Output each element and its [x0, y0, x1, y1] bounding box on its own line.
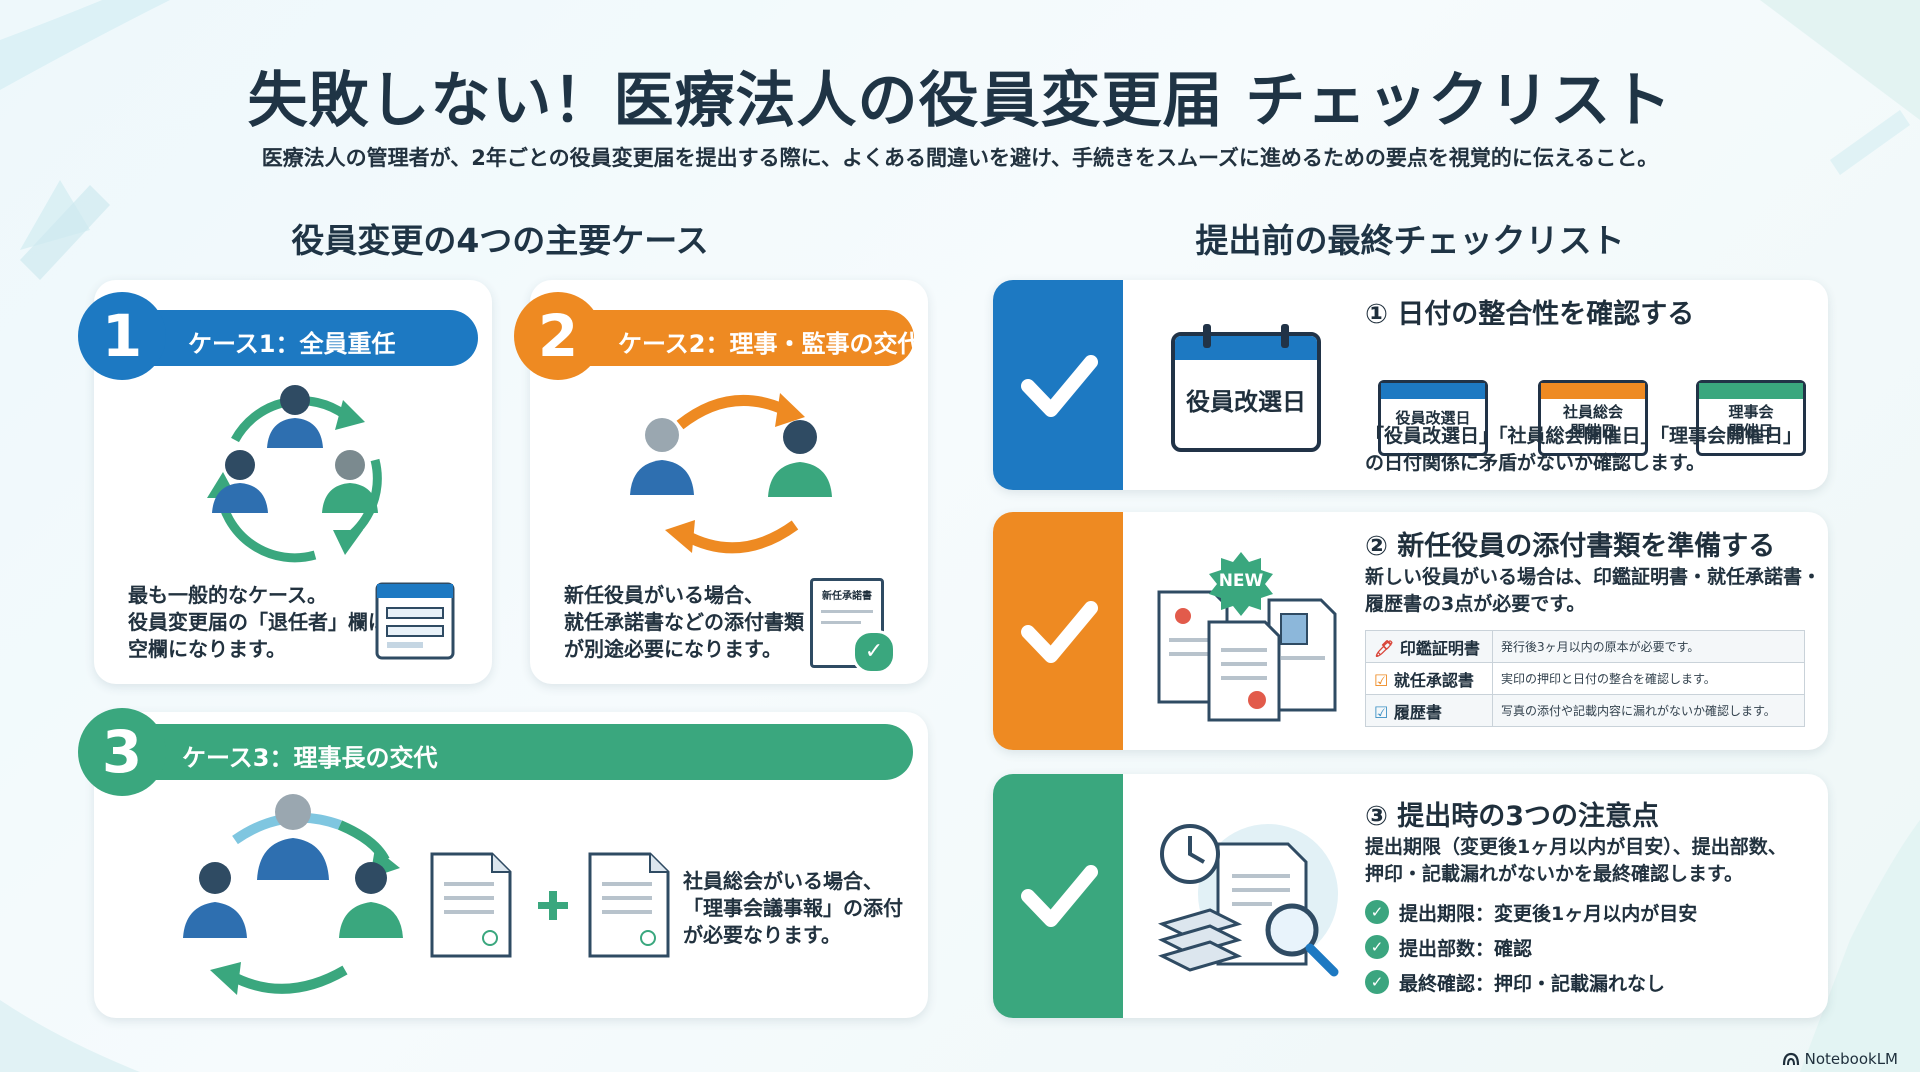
notebooklm-brand: NotebookLM: [1782, 1050, 1898, 1068]
check-1-description: 「役員改選日」「社員総会開催日」「理事会開催日」 の日付関係に矛盾がないか確認し…: [1365, 425, 1803, 474]
checkmark-icon: [1021, 355, 1098, 417]
check-circle-icon: ✓: [1365, 970, 1389, 994]
check-card-3: ③ 提出時の3つの注意点 提出期限（変更後1ヶ月以内が目安）、提出部数、 押印・…: [993, 774, 1828, 1018]
check-circle-icon: ✓: [852, 630, 896, 674]
document-name: 就任承認書: [1393, 670, 1474, 690]
check-band-3: [993, 774, 1123, 1018]
calendar-board-meeting-icon: 理事会 開催日: [1696, 380, 1806, 456]
document-name: 印鑑証明書: [1399, 638, 1480, 658]
calendar-general-meeting-icon: 社員総会 開催日: [1538, 380, 1648, 456]
check-1-title: ① 日付の整合性を確認する: [1365, 299, 1695, 330]
check-2-description: 新しい役員がいる場合は、印鑑証明書・就任承諾書・ 履歴書の3点が必要です。: [1365, 566, 1822, 615]
case-1-label: ケース1：全員重任: [188, 330, 396, 358]
case-3-label: ケース3：理事長の交代: [182, 744, 438, 772]
document-name: 履歴書: [1393, 702, 1442, 722]
checkbox-icon: ☑: [1374, 670, 1389, 690]
case-2-label: ケース2：理事・監事の交代: [618, 330, 922, 358]
check-card-2: NEW ② 新任役員の添付書類を準備する 新しい役員がいる場合は、印鑑証明書・就…: [993, 512, 1828, 750]
case-1-number: 1: [78, 292, 166, 380]
checkmark-icon: [1021, 601, 1098, 663]
list-item: ✓ 最終確認：押印・記載漏れなし: [1365, 967, 1665, 997]
case-3-number: 3: [78, 708, 166, 796]
page-subtitle: 医療法人の管理者が、2年ごとの役員変更届を提出する際に、よくある間違いを避け、手…: [261, 146, 1659, 170]
table-row: ☑ 就任承認書 実印の押印と日付の整合を確認します。: [1365, 662, 1805, 695]
deadline-inspection-icon: [1158, 824, 1339, 977]
seal-icon: 🖊: [1374, 638, 1395, 658]
checkbox-icon: ☑: [1374, 702, 1389, 722]
check-3-title: ③ 提出時の3つの注意点: [1365, 801, 1660, 832]
list-item: ✓ 提出部数：確認: [1365, 932, 1532, 962]
page-title: 失敗しない！医療法人の役員変更届 チェックリスト: [247, 66, 1673, 136]
document-note: 写真の添付や記載内容に漏れがないか確認します。: [1492, 694, 1805, 727]
bullet-text: 最終確認：押印・記載漏れなし: [1399, 972, 1666, 995]
case-2-number: 2: [514, 292, 602, 380]
acceptance-letter-label: 新任承諾書: [822, 591, 872, 602]
big-calendar-icon: 役員改選日: [1171, 324, 1321, 452]
calendar-label: 社員総会 開催日: [1562, 403, 1623, 440]
check-band-1: [993, 280, 1123, 490]
bullet-text: 提出期限：変更後1ヶ月以内が目安: [1399, 902, 1698, 925]
notebooklm-logo-icon: [1782, 1052, 1799, 1066]
case-1-description: 最も一般的なケース。 役員変更届の「退任者」欄は 空欄になります。: [128, 583, 388, 661]
required-documents-table: 🖊 印鑑証明書 発行後3ヶ月以内の原本が必要です。 ☑ 就任承認書 実印の押印と…: [1365, 630, 1805, 727]
big-calendar-label: 役員改選日: [1186, 388, 1306, 416]
calendar-label: 役員改選日: [1395, 409, 1471, 427]
document-note: 実印の押印と日付の整合を確認します。: [1492, 662, 1805, 695]
left-section-heading: 役員変更の4つの主要ケース: [291, 221, 709, 260]
document-note: 発行後3ヶ月以内の原本が必要です。: [1492, 630, 1805, 663]
table-row: ☑ 履歴書 写真の添付や記載内容に漏れがないか確認します。: [1365, 694, 1805, 727]
brand-name: NotebookLM: [1804, 1050, 1898, 1068]
case-2-description: 新任役員がいる場合、 就任承諾書などの添付書類 が別途必要になります。: [564, 583, 804, 661]
check-card-1: 役員改選日 ① 日付の整合性を確認する 役員改選日 社員総会 開催日 理事会 開…: [993, 280, 1828, 490]
check-2-title: ② 新任役員の添付書類を準備する: [1365, 531, 1776, 562]
case-3-label-pill: ケース3：理事長の交代: [98, 724, 913, 780]
bullet-text: 提出部数：確認: [1399, 937, 1533, 960]
new-badge: NEW: [1218, 571, 1264, 591]
check-3-description: 提出期限（変更後1ヶ月以内が目安）、提出部数、 押印・記載漏れがないかを最終確認…: [1365, 836, 1787, 885]
case-3-description: 社員総会がいる場合、 「理事会議事報」の添付 が必要なります。: [683, 869, 903, 947]
table-row: 🖊 印鑑証明書 発行後3ヶ月以内の原本が必要です。: [1365, 630, 1805, 663]
calendar-election-date-icon: 役員改選日: [1378, 380, 1488, 456]
calendar-label: 理事会 開催日: [1728, 403, 1774, 440]
check-band-2: [993, 512, 1123, 750]
list-item: ✓ 提出期限：変更後1ヶ月以内が目安: [1365, 897, 1697, 927]
check-circle-icon: ✓: [1365, 900, 1389, 924]
right-section-heading: 提出前の最終チェックリスト: [1195, 221, 1625, 260]
checkmark-icon: [1021, 865, 1098, 927]
check-circle-icon: ✓: [1365, 935, 1389, 959]
